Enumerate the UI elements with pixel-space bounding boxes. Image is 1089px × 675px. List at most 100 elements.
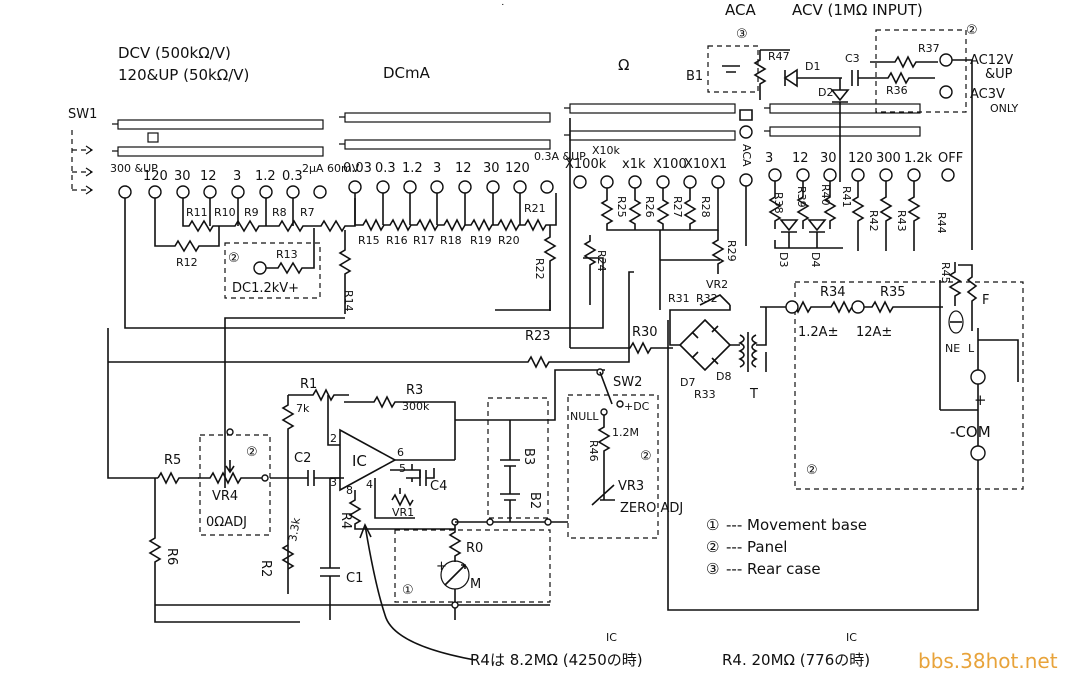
transformer-label: T xyxy=(749,387,758,402)
range-12a: 12A± xyxy=(856,325,892,340)
r31-label: R31 xyxy=(668,292,690,305)
r12-label: R12 xyxy=(176,256,198,269)
r21-label: R21 xyxy=(524,202,546,215)
b2-label: B2 xyxy=(527,492,542,509)
r14-label: R14 xyxy=(342,290,355,312)
c2-label: C2 xyxy=(294,451,311,466)
vr1-pot xyxy=(391,488,414,507)
vr4-panel-box xyxy=(199,434,271,536)
dc-hv-terminal xyxy=(253,261,267,275)
vr4-panel-mark: ② xyxy=(246,445,258,460)
ohm-range-x10: X10 xyxy=(684,157,709,172)
r30-bus xyxy=(569,118,673,355)
r39-label: R39 xyxy=(795,186,808,208)
r45-label: R45 xyxy=(939,262,952,284)
c2-capacitor xyxy=(288,470,344,486)
aca-terminal-1 xyxy=(739,125,753,139)
r26-label: R26 xyxy=(643,196,656,218)
ohm-range-x1: X1 xyxy=(710,157,727,172)
meter-label: M xyxy=(470,577,481,592)
r20-label: R20 xyxy=(498,234,520,247)
pin-4: 4 xyxy=(366,478,373,491)
ohm-adj-label: 0ΩADJ xyxy=(206,515,247,530)
vr4-end-node xyxy=(261,474,269,482)
heading-ac3v: AC3V xyxy=(970,87,1005,102)
pin-5: 5 xyxy=(399,462,406,475)
dcv-range-300: 300 &UP xyxy=(110,162,158,175)
acv-range-terminals xyxy=(768,168,955,182)
panel-right-mark: ② xyxy=(806,463,818,478)
d2-diode xyxy=(830,78,850,182)
r4-label: R4 xyxy=(338,512,353,529)
r4-note-arrowhead xyxy=(359,523,372,539)
r43-label: R43 xyxy=(895,210,908,232)
legend-text-1: --- Movement base xyxy=(726,516,867,534)
ic-label: IC xyxy=(352,452,367,470)
heading-acv: ACV (1MΩ INPUT) xyxy=(792,1,923,19)
r46-vr3 xyxy=(591,415,615,506)
bottom-note-1: R4は 8.2MΩ (4250の時) xyxy=(470,651,643,669)
r19-label: R19 xyxy=(470,234,492,247)
r46-value: 1.2M xyxy=(612,426,639,439)
r44-label: R44 xyxy=(935,212,948,234)
sw2-dc-contact xyxy=(616,400,624,408)
ac-input-panel-box xyxy=(875,29,967,113)
null-label: NULL xyxy=(570,410,599,423)
dc-hv-mark: ② xyxy=(228,251,240,266)
r3-value: 300k xyxy=(402,400,430,413)
r38-label: R38 xyxy=(772,192,785,214)
vr3-label: VR3 xyxy=(618,479,644,494)
r2-value: 3.3k xyxy=(286,516,303,542)
rear-case-mark: ③ xyxy=(736,27,748,42)
batteries-b2-b3 xyxy=(500,420,520,522)
r29-label: R29 xyxy=(725,240,738,262)
ohm-range-x1k: x1k xyxy=(622,157,646,172)
r22-resistor xyxy=(543,225,557,311)
dcma-range-1-2: 1.2 xyxy=(402,161,423,176)
ac-panel-mark: ② xyxy=(966,23,978,38)
heading-dcv: DCV (500kΩ/V) xyxy=(118,44,231,62)
battery-box xyxy=(487,397,549,519)
panel-box-right xyxy=(794,281,1024,490)
ohm-range-x10k: X10k xyxy=(592,144,621,157)
d4-label: D4 xyxy=(809,252,822,267)
acv-range-3: 3 xyxy=(765,151,773,166)
r16-label: R16 xyxy=(386,234,408,247)
meter-plus-label: + xyxy=(436,559,447,574)
r35-label: R35 xyxy=(880,285,906,300)
pin-3: 3 xyxy=(330,476,337,489)
r5-label: R5 xyxy=(164,453,181,468)
legend-text-3: --- Rear case xyxy=(726,560,821,578)
c4-capacitor xyxy=(406,468,435,486)
heading-dcma: DCmA xyxy=(383,64,431,82)
dcv-range-terminals xyxy=(118,185,327,199)
r45-resistor xyxy=(948,262,962,306)
transformer-wires xyxy=(669,305,767,372)
meter-bottom-node xyxy=(451,601,459,609)
r12-path xyxy=(154,198,220,253)
dcma-shunt-chain xyxy=(354,193,557,232)
r18-label: R18 xyxy=(440,234,462,247)
d3-label: D3 xyxy=(777,252,790,267)
b1-battery xyxy=(722,65,740,73)
r5-resistor xyxy=(157,471,199,485)
b1-rear-box xyxy=(707,45,759,93)
dcv-range-3: 3 xyxy=(233,169,241,184)
r32-label: R32 xyxy=(696,292,718,305)
r23-label: R23 xyxy=(525,329,551,344)
ac3v-terminal xyxy=(939,85,953,99)
aca-wire xyxy=(739,109,753,246)
heading-ac12v: AC12V xyxy=(970,53,1013,68)
vr4-pot xyxy=(198,460,263,485)
sw1-label: SW1 xyxy=(68,107,97,122)
acv-range-120: 120 xyxy=(848,151,873,166)
dc-hv-label: DC1.2kV+ xyxy=(232,281,299,296)
c3-label: C3 xyxy=(845,52,860,65)
r6-resistor xyxy=(148,478,300,623)
acv-bottom-bus xyxy=(774,232,843,249)
c3-capacitor xyxy=(851,70,870,86)
dcma-range-3: 3 xyxy=(433,161,441,176)
terminal-com-label: -COM xyxy=(950,423,991,441)
c4-label: C4 xyxy=(430,479,447,494)
r4-resistor xyxy=(348,490,455,530)
